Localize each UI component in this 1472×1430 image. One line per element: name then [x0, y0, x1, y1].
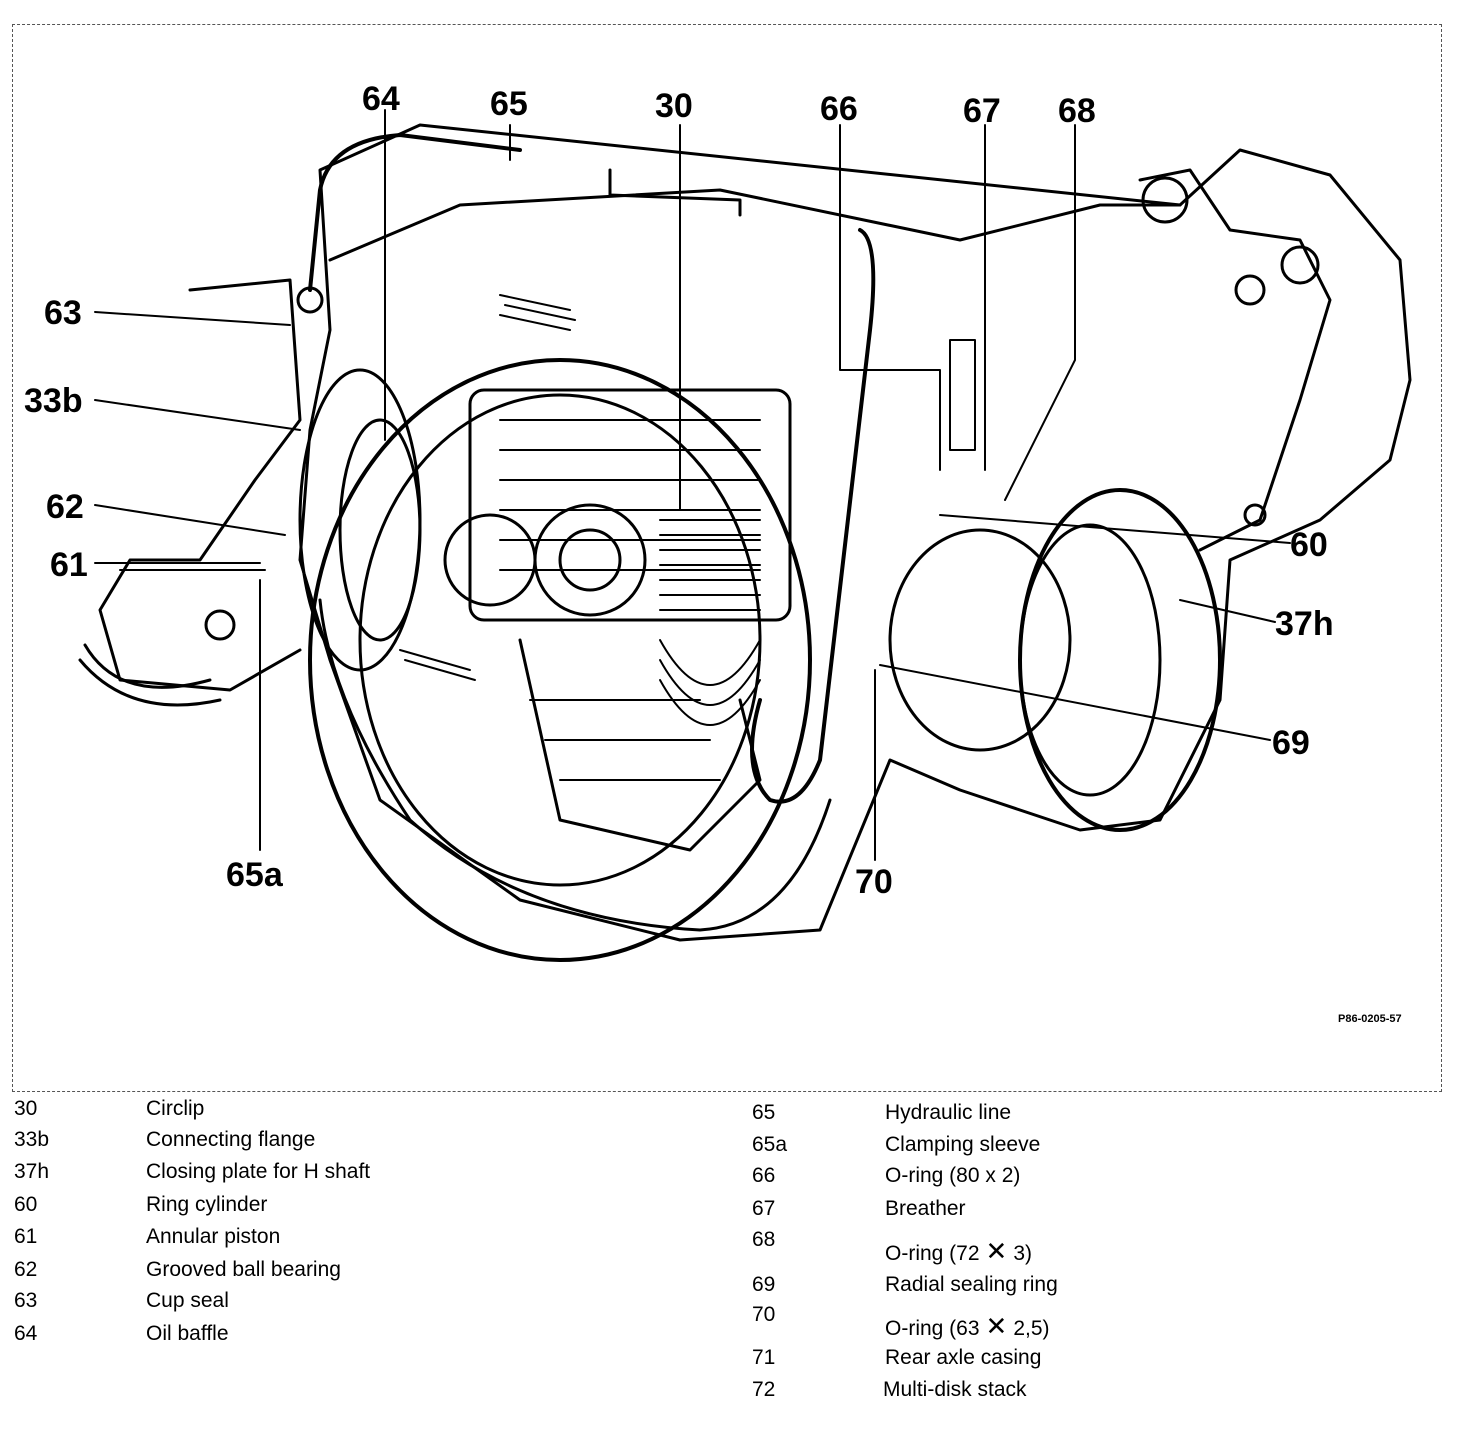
legend-desc: Radial sealing ring: [885, 1273, 1058, 1296]
legend-num: 62: [14, 1258, 38, 1281]
legend-num: 30: [14, 1097, 38, 1120]
figure-frame: [12, 24, 1442, 1092]
multiply-icon: ✕: [985, 1311, 1008, 1341]
callout-70: 70: [855, 863, 893, 901]
legend-desc-b: 2,5): [1013, 1317, 1050, 1340]
hydraulic-line: [308, 133, 522, 292]
callout-37h: 37h: [1275, 605, 1334, 643]
legend-num: 60: [14, 1193, 38, 1216]
figure-code: P86-0205-57: [1338, 1013, 1402, 1025]
callout-67: 67: [963, 92, 1001, 130]
pinion-gear: [518, 638, 762, 852]
legend-num: 61: [14, 1225, 38, 1248]
legend-num: 65a: [752, 1133, 788, 1156]
legend-desc: Connecting flange: [146, 1128, 316, 1151]
legend-num: 65: [752, 1101, 776, 1124]
callout-30: 30: [655, 87, 693, 125]
legend-num: 69: [752, 1273, 776, 1296]
callout-65a: 65a: [226, 856, 284, 894]
legend-desc-a: O-ring (72: [885, 1242, 980, 1265]
legend-desc: O-ring (63✕2,5): [885, 1311, 1050, 1342]
differential-cage: [468, 388, 792, 622]
callout-64: 64: [362, 80, 400, 118]
legend-num: 64: [14, 1322, 38, 1345]
housing-outline: [298, 123, 1412, 942]
legend-num: 72: [752, 1378, 776, 1401]
legend-desc: Breather: [885, 1197, 966, 1220]
multiply-icon: ✕: [985, 1236, 1008, 1266]
legend-num: 66: [752, 1164, 776, 1187]
top-cover: [328, 188, 1182, 262]
callout-33b: 33b: [24, 382, 83, 420]
legend-num: 70: [752, 1303, 776, 1326]
right-mount: [1138, 168, 1332, 552]
multi-disk-stack: [659, 519, 761, 726]
callout-65: 65: [490, 85, 528, 123]
legend-desc: Rear axle casing: [885, 1346, 1042, 1369]
legend-num: 37h: [14, 1160, 50, 1183]
legend-desc: Oil baffle: [146, 1322, 229, 1345]
legend-num: 68: [752, 1228, 776, 1251]
legend-desc: Closing plate for H shaft: [146, 1160, 371, 1183]
callout-61: 61: [50, 546, 88, 584]
left-flange: [98, 278, 302, 692]
legend-num: 33b: [14, 1128, 50, 1151]
callout-68: 68: [1058, 92, 1096, 130]
legend-desc: O-ring (72✕3): [885, 1236, 1032, 1267]
leader-lines: [94, 109, 1291, 861]
legend-desc-a: O-ring (63: [885, 1317, 980, 1340]
legend-desc-b: 3): [1013, 1242, 1033, 1265]
callout-66: 66: [820, 90, 858, 128]
legend-num: 63: [14, 1289, 38, 1312]
closing-plate: [1018, 488, 1222, 832]
springs: [399, 294, 976, 681]
ring-gear: [308, 358, 812, 962]
legend-desc: Grooved ball bearing: [146, 1258, 341, 1281]
legend-desc: Hydraulic line: [885, 1101, 1012, 1124]
callout-62: 62: [46, 488, 84, 526]
callout-60: 60: [1290, 526, 1328, 564]
legend-num: 71: [752, 1346, 776, 1369]
legend-num: 67: [752, 1197, 776, 1220]
legend-desc: Circlip: [146, 1097, 205, 1120]
legend-desc: Cup seal: [146, 1289, 229, 1312]
legend-desc: Clamping sleeve: [885, 1133, 1041, 1156]
axle-cutaway-drawing: 64 65 30 66 67 68 63 33b 62 61 60 37h 69…: [24, 80, 1412, 1025]
legend-desc: Multi-disk stack: [883, 1378, 1027, 1401]
callout-63: 63: [44, 294, 82, 332]
legend-desc: Ring cylinder: [146, 1193, 268, 1216]
callout-69: 69: [1272, 724, 1310, 762]
legend-desc: Annular piston: [146, 1225, 281, 1248]
legend-desc: O-ring (80 x 2): [885, 1164, 1021, 1187]
